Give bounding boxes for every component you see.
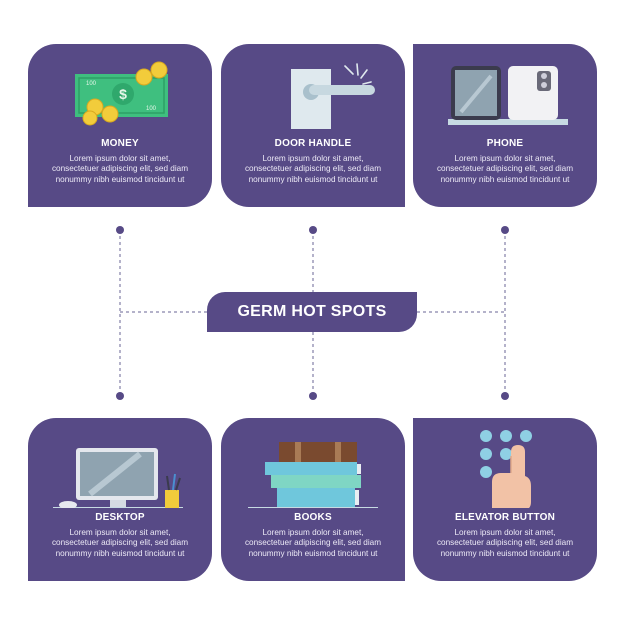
- card-description: Lorem ipsum dolor sit amet, consectetuer…: [244, 154, 382, 184]
- card-title: DESKTOP: [95, 512, 145, 523]
- connector-dot: [501, 392, 509, 400]
- center-title-box: GERM HOT SPOTS: [207, 292, 417, 332]
- card-door-handle: DOOR HANDLE Lorem ipsum dolor sit amet, …: [221, 44, 405, 207]
- door-handle-icon: [291, 63, 375, 129]
- desktop-icon: [53, 448, 183, 508]
- connector-dot: [116, 226, 124, 234]
- money-icon: $ 100 100: [75, 61, 168, 126]
- phone-icon: [448, 66, 568, 125]
- card-description: Lorem ipsum dolor sit amet, consectetuer…: [51, 154, 189, 184]
- card-elevator-button: ELEVATOR BUTTON Lorem ipsum dolor sit am…: [413, 418, 597, 581]
- svg-text:100: 100: [86, 81, 97, 87]
- connector-dot: [309, 392, 317, 400]
- card-description: Lorem ipsum dolor sit amet, consectetuer…: [51, 528, 189, 558]
- elevator-button-icon: [480, 430, 532, 508]
- books-icon: [248, 442, 378, 508]
- card-money: $ 100 100 MONEY Lorem ipsum dolor sit am…: [28, 44, 212, 207]
- card-description: Lorem ipsum dolor sit amet, consectetuer…: [244, 528, 382, 558]
- connector-dot: [116, 392, 124, 400]
- card-title: ELEVATOR BUTTON: [454, 512, 556, 523]
- connector-dot: [309, 226, 317, 234]
- card-title: MONEY: [101, 138, 139, 149]
- card-title: DOOR HANDLE: [274, 138, 352, 149]
- card-phone: PHONE Lorem ipsum dolor sit amet, consec…: [413, 44, 597, 207]
- card-desktop: DESKTOP Lorem ipsum dolor sit amet, cons…: [28, 418, 212, 581]
- card-description: Lorem ipsum dolor sit amet, consectetuer…: [436, 154, 574, 184]
- svg-text:$: $: [119, 86, 127, 102]
- center-title: GERM HOT SPOTS: [237, 303, 387, 320]
- svg-text:100: 100: [146, 106, 157, 112]
- card-title: BOOKS: [294, 512, 332, 523]
- connector-dot: [501, 226, 509, 234]
- card-books: BOOKS Lorem ipsum dolor sit amet, consec…: [221, 418, 405, 581]
- card-description: Lorem ipsum dolor sit amet, consectetuer…: [436, 528, 574, 558]
- card-title: PHONE: [486, 138, 524, 149]
